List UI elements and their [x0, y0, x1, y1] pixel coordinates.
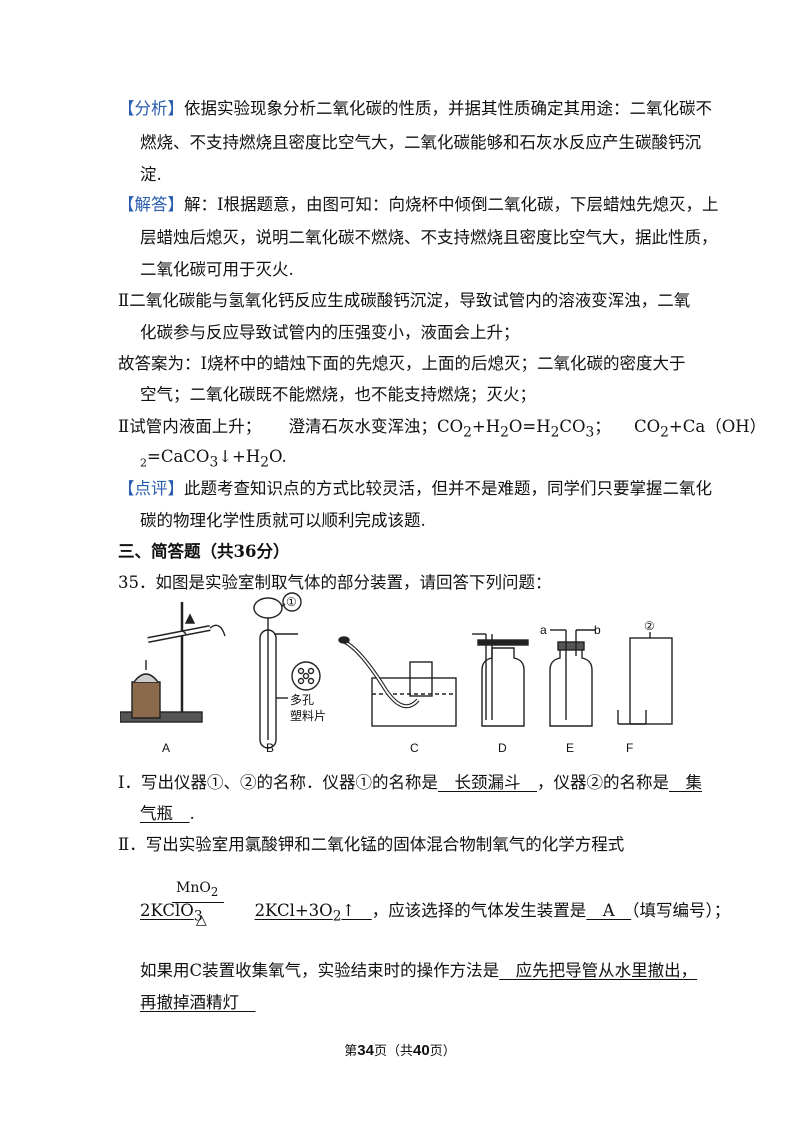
figure-label-c: C — [410, 741, 419, 755]
apparatus-figure: A B C D E F ① ② a b 多孔 塑料片 — [120, 590, 680, 758]
solution-line-4: Ⅱ二氧化碳能与氢氧化钙反应生成碳酸钙沉淀，导致试管内的溶液变浑浊，二氧 — [118, 291, 691, 310]
analysis-tag: 【分析】 — [118, 99, 184, 118]
analysis-line-3: 淀. — [140, 165, 162, 184]
q35-part2-line1: Ⅱ．写出实验室用氯酸钾和二氧化锰的固体混合物制氧气的化学方程式 — [118, 835, 625, 854]
solution-line-6: 故答案为：Ⅰ烧杯中的蜡烛下面的先熄灭，上面的后熄灭；二氧化碳的密度大于 — [118, 354, 686, 373]
equation-bar — [172, 902, 224, 903]
apparatus-a — [120, 602, 226, 723]
apparatus-c — [338, 636, 457, 727]
page-footer: 第34页（共40页） — [344, 1042, 456, 1059]
q35-part1-line2: 气瓶 . — [140, 804, 195, 823]
solution-line-5: 化碳参与反应导致试管内的压强变小，液面会上升； — [140, 323, 520, 342]
q35-part3-line2: 再撤掉酒精灯 — [140, 992, 256, 1014]
analysis-line-1: 【分析】依据实验现象分析二氧化碳的性质，并据其性质确定其用途：二氧化碳不 — [118, 99, 712, 118]
solution-line-3: 二氧化碳可用于灭火. — [140, 260, 294, 279]
question-35-stem: 35．如图是实验室制取气体的部分装置，请回答下列问题： — [118, 573, 552, 592]
port-label-a: a — [540, 623, 547, 637]
plate-label-1: 多孔 — [290, 693, 314, 707]
apparatus-b — [253, 592, 321, 749]
analysis-line-2: 燃烧、不支持燃烧且密度比空气大，二氧化碳能够和石灰水反应产生碳酸钙沉 — [140, 133, 701, 152]
solution-line-7: 空气；二氧化碳既不能燃烧，也不能支持燃烧；灭火； — [140, 385, 536, 404]
figure-label-d: D — [498, 741, 507, 755]
answer-gas-jar-2: 气瓶 — [140, 804, 190, 823]
answer-operation-1: 应先把导管从水里撤出， — [499, 961, 698, 980]
marker-1: ① — [286, 595, 297, 609]
page-total: 40 — [413, 1042, 430, 1059]
answer-gas-jar-1: 集 — [669, 773, 703, 792]
port-label-b: b — [594, 623, 601, 637]
figure-label-e: E — [566, 741, 574, 755]
section-title: 三、简答题（共36分） — [118, 542, 290, 561]
answer-operation-2: 再撤掉酒精灯 — [140, 993, 256, 1012]
answer-apparatus: A — [586, 901, 632, 920]
solution-line-8: Ⅱ试管内液面上升； 澄清石灰水变浑浊；CO2+H2O=H2CO3； CO2+Ca… — [118, 417, 767, 441]
page-number: 34 — [357, 1042, 374, 1059]
comment-tag: 【点评】 — [118, 479, 184, 498]
comment-line-1: 【点评】此题考查知识点的方式比较灵活，但并不是难题，同学们只要掌握二氧化 — [118, 479, 712, 498]
solution-tag: 【解答】 — [118, 195, 184, 214]
equation-heat: △ — [196, 912, 207, 928]
plate-label-2: 塑料片 — [290, 708, 326, 723]
apparatus-d — [472, 633, 529, 727]
answer-funnel: 长颈漏斗 — [438, 773, 538, 792]
marker-2: ② — [644, 619, 655, 633]
figure-label-b: B — [266, 741, 274, 755]
solution-line-1: 【解答】解：Ⅰ根据题意，由图可知：向烧杯中倾倒二氧化碳，下层蜡烛先熄灭，上 — [118, 195, 719, 214]
figure-label-a: A — [162, 741, 170, 755]
equation-catalyst: MnO2 — [176, 880, 219, 899]
comment-line-2: 碳的物理化学性质就可以顺利完成该题. — [140, 511, 426, 530]
figure-label-f: F — [626, 741, 633, 755]
apparatus-f — [617, 632, 673, 725]
solution-line-2: 层蜡烛后熄灭，说明二氧化碳不燃烧、不支持燃烧且密度比空气大，据此性质， — [140, 228, 718, 247]
q35-part3-line1: 如果用C装置收集氧气，实验结束时的操作方法是 应先把导管从水里撤出， — [140, 961, 698, 980]
apparatus-e — [549, 629, 596, 727]
solution-line-9: 2=CaCO3↓+H2O. — [140, 447, 287, 471]
q35-part1-line1: Ⅰ．写出仪器①、②的名称．仪器①的名称是 长颈漏斗 ，仪器②的名称是 集 — [118, 773, 703, 792]
